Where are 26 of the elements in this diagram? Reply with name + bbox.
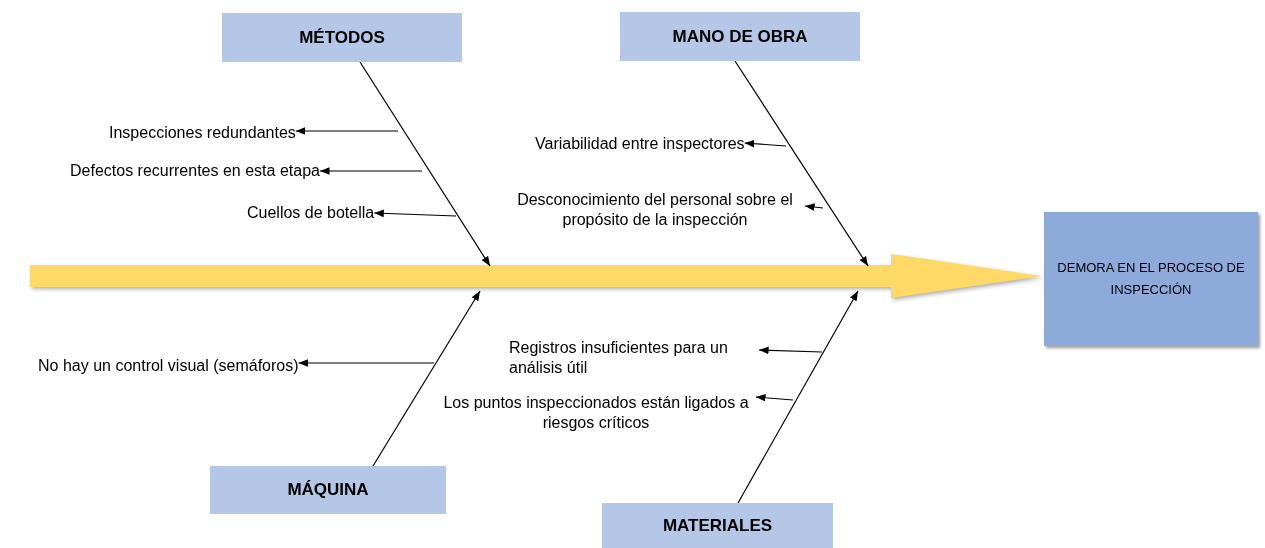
bone-arrow [737, 290, 859, 504]
bone-arrow [372, 290, 481, 467]
cause-text: Variabilidad entre inspectores [535, 134, 745, 154]
arrow [804, 203, 824, 211]
cause-text: Registros insuficientes para un análisis útil [509, 338, 759, 378]
arrow [373, 209, 457, 218]
arrow [744, 139, 787, 148]
category-box: MANO DE OBRA [620, 12, 860, 61]
cause-text: Defectos recurrentes en esta etapa [70, 161, 320, 181]
arrow [755, 393, 794, 402]
arrow [758, 346, 823, 355]
cause-text: Cuellos de botella [247, 203, 375, 223]
arrow [319, 167, 423, 175]
cause-text: Inspecciones redundantes [109, 123, 296, 143]
arrow [297, 359, 435, 367]
spine-arrow [30, 254, 1041, 298]
bone-arrow [734, 60, 869, 267]
category-box: MATERIALES [602, 503, 833, 548]
cause-text: No hay un control visual (semáforos) [38, 356, 299, 376]
bone-arrow [359, 61, 491, 267]
cause-text: Los puntos inspeccionados están ligados a riesgos críticos [436, 393, 756, 433]
category-box: MÉTODOS [222, 13, 462, 62]
cause-text: Desconocimiento del personal sobre el propósito de la inspección [505, 190, 805, 230]
category-box: MÁQUINA [210, 466, 446, 514]
effect-box: DEMORA EN EL PROCESO DE INSPECCIÓN [1044, 212, 1258, 346]
arrow [295, 127, 399, 135]
